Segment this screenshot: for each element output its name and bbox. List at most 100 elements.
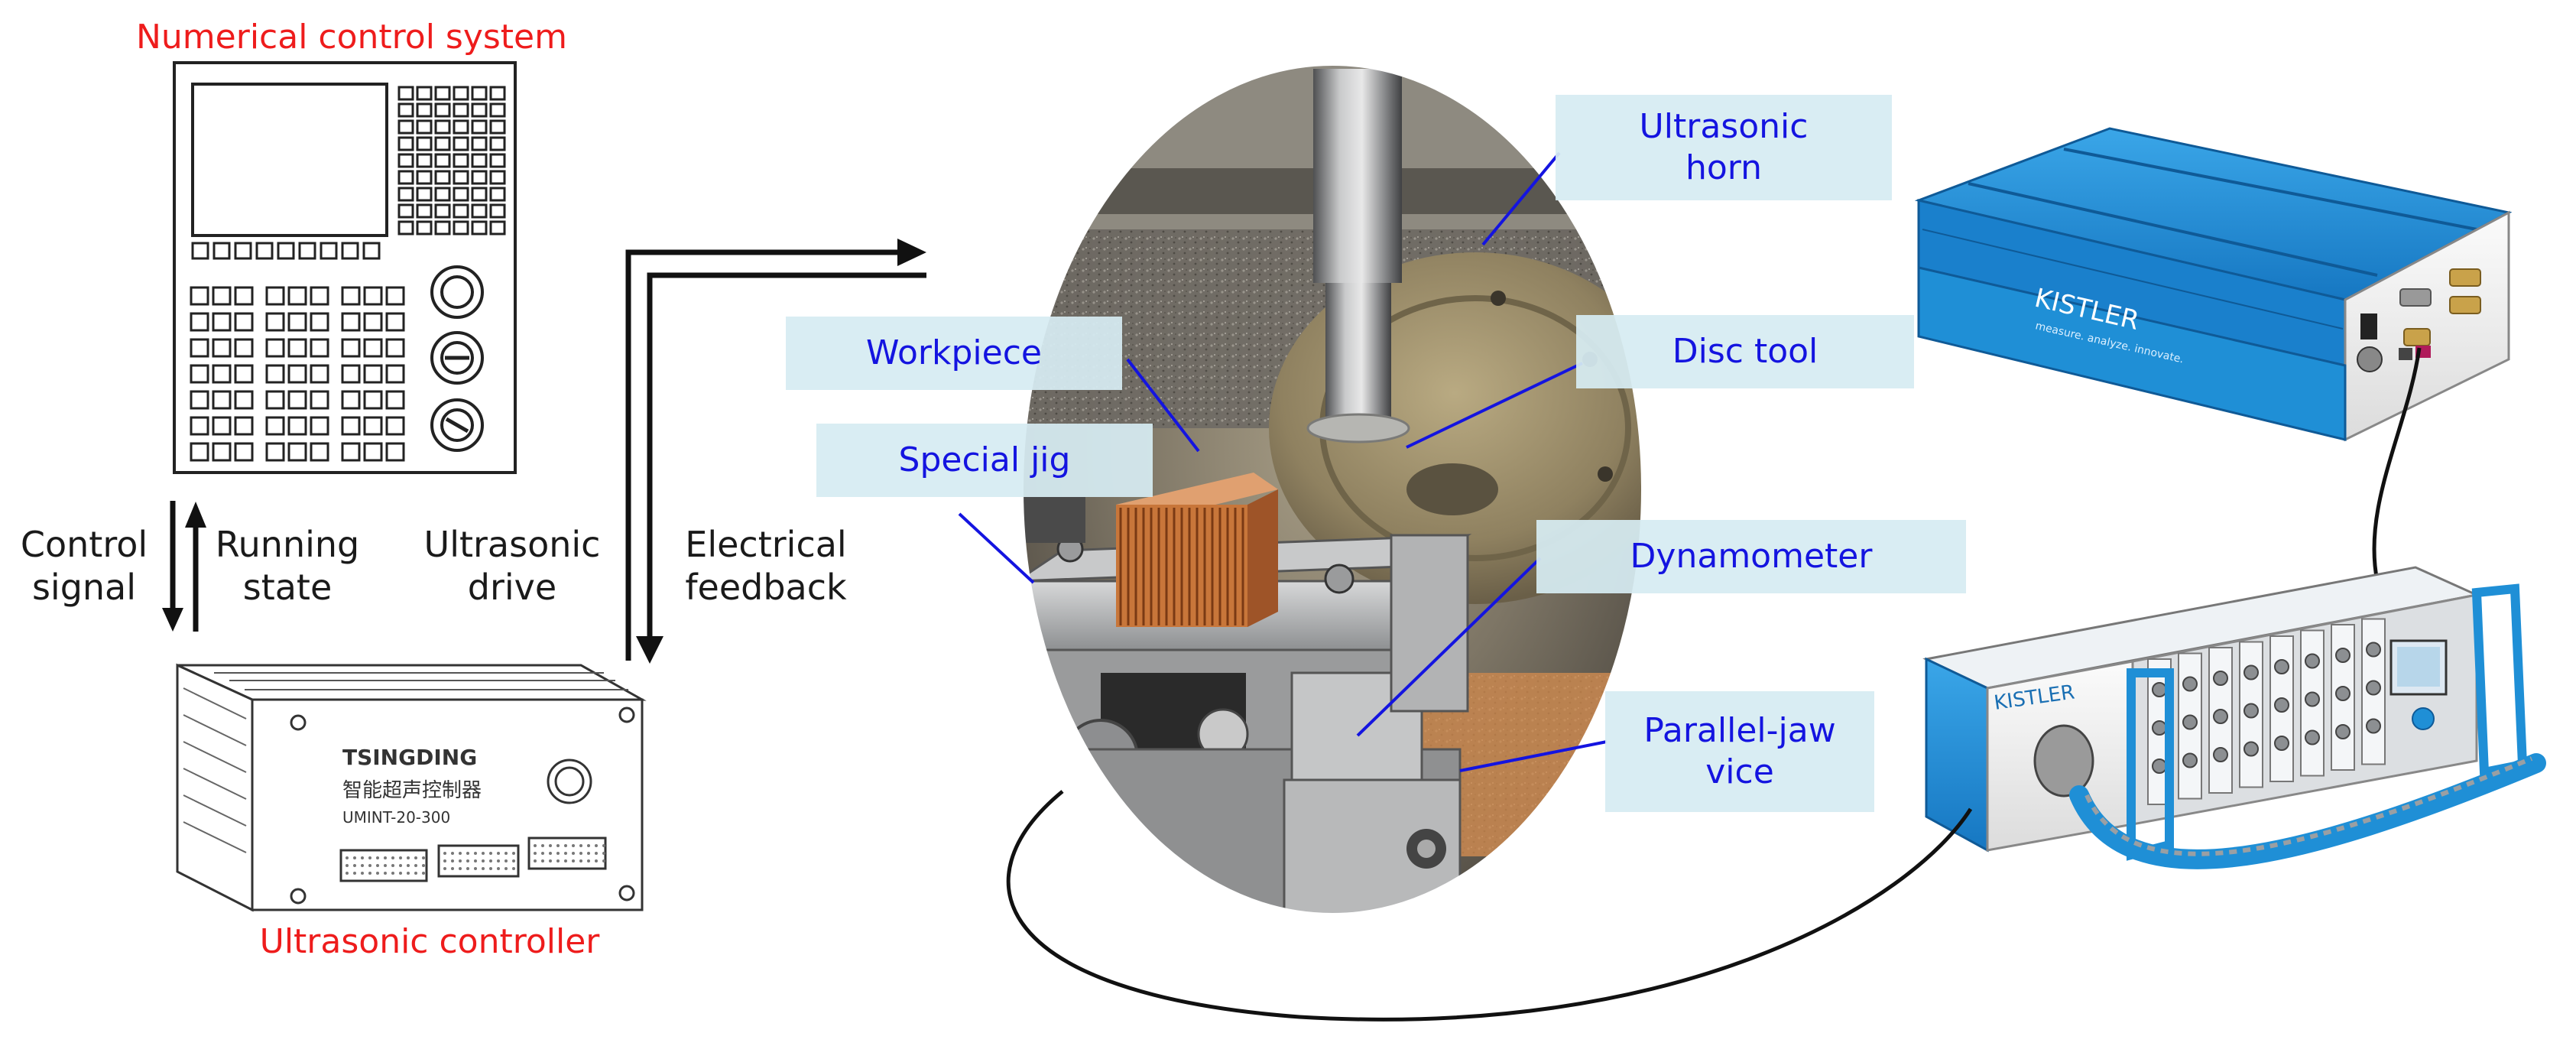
leader-parallel-jaw-vice [1459, 740, 1608, 772]
cnc-button [363, 338, 383, 358]
cnc-key [453, 220, 469, 236]
cnc-button [341, 364, 361, 384]
kistler-daq-device: KISTLER measure. analyze. innovate. [1914, 127, 2513, 442]
callout-disc-tool: Disc tool [1576, 315, 1914, 388]
cnc-button [265, 312, 285, 332]
cnc-key [453, 136, 469, 151]
cnc-button [212, 286, 232, 306]
cnc-button [310, 364, 329, 384]
cnc-button [234, 416, 254, 436]
cnc-key [434, 187, 451, 202]
cnc-button [363, 312, 383, 332]
daq-port [2449, 268, 2481, 287]
screw-icon [618, 707, 635, 723]
cnc-panel [173, 61, 517, 474]
cnc-button [287, 286, 307, 306]
cnc-key [471, 102, 488, 118]
cnc-key [416, 220, 433, 236]
cnc-key [434, 136, 451, 151]
cnc-key [434, 153, 451, 168]
cnc-button [385, 416, 405, 436]
cnc-button [287, 416, 307, 436]
cnc-key [416, 203, 433, 219]
cnc-button [363, 442, 383, 462]
cnc-key [434, 220, 451, 236]
screw-icon [290, 888, 307, 905]
power-knob-icon [547, 759, 592, 804]
cnc-key [397, 203, 414, 219]
controller-brand-text: TSINGDING [342, 745, 477, 770]
knob-icon [440, 275, 474, 309]
cnc-softkey [362, 242, 381, 260]
cnc-button [234, 364, 254, 384]
leader-special-jig [958, 512, 1035, 584]
cnc-key [434, 203, 451, 219]
cnc-softkey [341, 242, 359, 260]
running-state-arrow [185, 502, 206, 632]
cnc-button [190, 416, 209, 436]
screw-icon [290, 714, 307, 731]
amplifier-handle [2069, 753, 2546, 869]
callout-parallel-jaw-vice: Parallel-jaw vice [1605, 691, 1874, 812]
ultrasonic-drive-label: Ultrasonic drive [423, 524, 601, 609]
cnc-key [471, 220, 488, 236]
cnc-button [234, 442, 254, 462]
leader-disc-tool [1406, 362, 1583, 449]
callout-workpiece: Workpiece [786, 317, 1122, 390]
cnc-knobs [430, 265, 484, 452]
cnc-button [190, 442, 209, 462]
cnc-key [471, 187, 488, 202]
cnc-key [416, 187, 433, 202]
cnc-softkey [255, 242, 274, 260]
cnc-button [310, 442, 329, 462]
cnc-button [385, 286, 405, 306]
cnc-key [397, 187, 414, 202]
daq-port [2403, 328, 2431, 346]
controller-front-panel [251, 698, 644, 911]
cnc-button [287, 364, 307, 384]
knob-icon [440, 408, 474, 442]
cnc-button [287, 390, 307, 410]
cnc-key [453, 86, 469, 101]
cnc-key [434, 119, 451, 135]
cnc-button [341, 286, 361, 306]
cnc-button [310, 416, 329, 436]
daq-connector-icon [2357, 346, 2383, 372]
cnc-key [471, 86, 488, 101]
cnc-key [489, 119, 506, 135]
cnc-key [416, 153, 433, 168]
cnc-button [265, 338, 285, 358]
cnc-button [190, 312, 209, 332]
cnc-key [453, 102, 469, 118]
controller-vent-grilles [339, 836, 607, 882]
cnc-button [385, 390, 405, 410]
cnc-button [234, 312, 254, 332]
cnc-button [265, 364, 285, 384]
cnc-screen [191, 83, 388, 237]
cnc-button [234, 286, 254, 306]
cnc-key [397, 136, 414, 151]
cnc-button [341, 416, 361, 436]
cnc-button [212, 442, 232, 462]
ultrasonic-controller-title: Ultrasonic controller [259, 922, 600, 961]
cnc-button [385, 312, 405, 332]
cnc-softkeys [191, 242, 381, 260]
cnc-key [489, 102, 506, 118]
leader-ultrasonic-horn [1481, 151, 1561, 246]
screw-icon [618, 885, 635, 901]
cnc-button [190, 390, 209, 410]
cnc-key [453, 203, 469, 219]
control-signal-label: Control signal [20, 524, 148, 609]
callout-leaders [958, 151, 1608, 772]
cnc-softkey [320, 242, 338, 260]
cnc-key [397, 119, 414, 135]
cnc-key [397, 220, 414, 236]
cnc-button [287, 338, 307, 358]
cnc-key [489, 220, 506, 236]
callout-dynamometer: Dynamometer [1536, 520, 1966, 593]
amplifier-dial-icon [2412, 707, 2435, 730]
cnc-button [341, 390, 361, 410]
cnc-button [341, 312, 361, 332]
